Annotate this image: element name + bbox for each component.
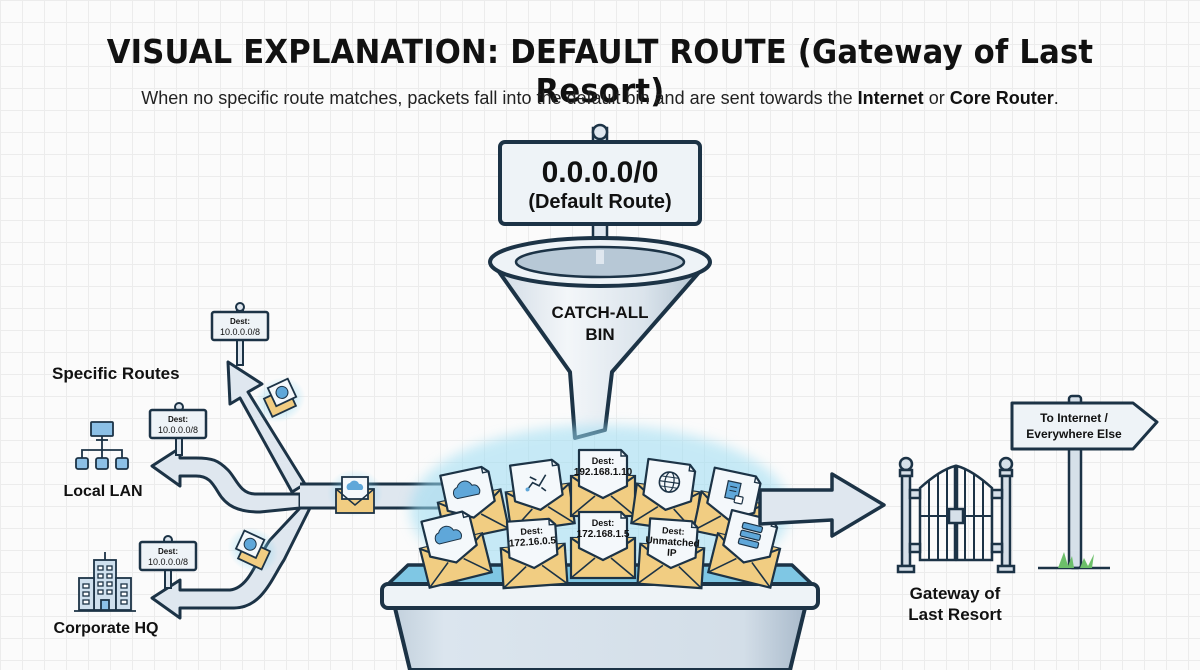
route-sign-lan-line2: 10.0.0.0/8	[158, 425, 198, 435]
bin-packet-front-0	[418, 510, 494, 590]
corporate-hq-label: Corporate HQ	[53, 620, 159, 637]
bin-packet-front-2-line1: Dest:	[592, 518, 615, 528]
specific-routes-heading: Specific Routes	[52, 364, 180, 383]
route-sign-hq-line2: 10.0.0.0/8	[148, 557, 188, 567]
gateway-label-line1: Gateway of	[909, 584, 1001, 603]
arrow-to-gateway	[758, 472, 886, 538]
cloud-icon	[452, 480, 481, 500]
route-sign-local-lan: Dest: 10.0.0.0/8	[148, 402, 208, 456]
page-subtitle: When no specific route matches, packets …	[0, 88, 1200, 109]
cloud-icon	[346, 480, 364, 490]
local-lan-label: Local LAN	[63, 483, 143, 500]
bin-packet-back-2-line2: 192.168.1.10	[574, 467, 633, 478]
locked-document-icon	[724, 480, 744, 505]
bin-packet-back-3	[630, 457, 702, 534]
subtitle-text: When no specific route matches, packets …	[141, 88, 858, 108]
signpost-line1: To Internet /	[1040, 411, 1108, 425]
gateway-gate-icon	[896, 456, 1016, 574]
bin-packet-front-4	[706, 508, 782, 590]
subtitle-core-router: Core Router	[949, 88, 1054, 108]
bin-packet-back-2-line1: Dest:	[592, 456, 615, 466]
route-sign-upper-line1: Dest:	[230, 317, 250, 326]
funnel-label-line2: BIN	[585, 325, 614, 344]
default-route-label: (Default Route)	[528, 191, 671, 213]
network-icon	[75, 421, 129, 470]
route-sign-lan-line1: Dest:	[168, 415, 188, 424]
bin-packet-front-3-line3: IP	[667, 548, 678, 560]
cloud-icon	[434, 525, 462, 545]
bin-packet-front-1: Dest:172.16.0.5	[499, 517, 569, 590]
building-icon	[74, 552, 136, 612]
signpost-line2: Everywhere Else	[1026, 427, 1122, 441]
server-icon	[737, 521, 764, 549]
road-local-lan	[150, 446, 302, 514]
funnel-label-line1: CATCH-ALL	[552, 303, 649, 322]
globe-icon	[275, 385, 289, 399]
bin-packet-front-3-line2: Unmatched	[645, 535, 700, 550]
globe-icon	[243, 537, 257, 551]
route-sign-hq-line1: Dest:	[158, 547, 178, 556]
gateway-label-line2: Last Resort	[908, 605, 1002, 624]
packet-incoming	[327, 469, 383, 517]
page-title: VISUAL EXPLANATION: DEFAULT ROUTE (Gatew…	[106, 32, 1094, 110]
globe-icon	[658, 471, 681, 493]
catch-all-funnel: CATCH-ALL BIN	[488, 236, 712, 440]
bin-packet-front-1-line2: 172.16.0.5	[509, 535, 557, 549]
route-sign-upper-line2: 10.0.0.0/8	[220, 327, 260, 337]
bin-packet-front-1-line1: Dest:	[520, 525, 543, 537]
bin-packet-front-3-line1: Dest:	[662, 525, 685, 537]
packet-upper-route	[254, 377, 306, 423]
bin-packet-front-2-line2: 172.168.1.5	[577, 529, 630, 540]
route-sign-upper: Dest: 10.0.0.0/8	[210, 302, 270, 366]
default-route-prefix: 0.0.0.0/0	[542, 156, 659, 189]
subtitle-period: .	[1053, 88, 1059, 108]
route-sign-corporate-hq: Dest: 10.0.0.0/8	[138, 535, 198, 589]
bin-packet-front-2: Dest:172.168.1.5	[569, 510, 637, 580]
satellite-icon	[525, 474, 547, 492]
bin-packet-back-2: Dest:192.168.1.10	[569, 448, 637, 518]
subtitle-internet: Internet	[857, 88, 924, 108]
gateway-label: Gateway of Last Resort	[880, 583, 1030, 625]
subtitle-or: or	[923, 88, 950, 108]
road-upper	[226, 360, 307, 494]
grass-icon	[1058, 552, 1094, 568]
packet-hq-route	[227, 527, 279, 573]
default-route-sign: 0.0.0.0/0 (Default Route)	[498, 123, 702, 260]
internet-signpost: To Internet / Everywhere Else	[1010, 394, 1159, 570]
